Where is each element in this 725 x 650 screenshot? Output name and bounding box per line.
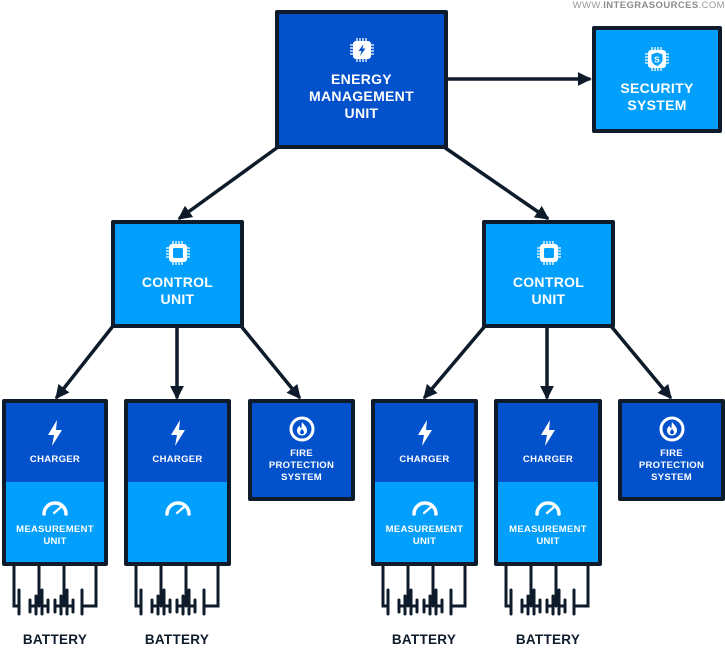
arrow-emu-to-control-left [177, 145, 280, 220]
fire-protection-system-left[interactable]: FIRE PROTECTION SYSTEM [248, 399, 355, 501]
module-2[interactable]: CHARGER [124, 399, 231, 566]
fire-icon [659, 416, 684, 442]
fire-label-line3: SYSTEM [651, 472, 692, 483]
battery-wire [504, 564, 513, 608]
arrow-cu2-to-fire2 [609, 324, 672, 400]
arrow-emu-to-control-right [442, 145, 550, 220]
fire-icon [289, 416, 314, 442]
gauge-icon [535, 501, 561, 516]
measurement-label-line1: MEASUREMENT [509, 524, 587, 535]
gauge-icon [42, 501, 68, 516]
charger-label: CHARGER [522, 453, 574, 465]
battery-wire [572, 564, 590, 608]
fire-label-line3: SYSTEM [281, 472, 322, 483]
lightning-icon [170, 419, 185, 446]
charger-section[interactable]: CHARGER [128, 403, 227, 482]
chip-shield-icon: S [645, 46, 669, 71]
chip-icon [536, 241, 561, 265]
measurement-label-line1: MEASUREMENT [385, 524, 464, 535]
charger-section[interactable]: CHARGER [375, 403, 474, 482]
chip-icon [165, 241, 190, 265]
measurement-section[interactable]: MEASUREMENT UNIT [498, 482, 598, 562]
gauge-icon [164, 501, 191, 516]
control-unit-right[interactable]: CONTROL UNIT [482, 220, 615, 328]
battery-wire [449, 564, 467, 608]
charger-section[interactable]: CHARGER [498, 403, 598, 482]
emu-label-line3: UNIT [344, 105, 379, 121]
fire-label-line1: FIRE [290, 448, 313, 459]
watermark-suffix: .COM [698, 0, 725, 11]
charger-label: CHARGER [152, 453, 203, 465]
measurement-label-line2: UNIT [43, 536, 67, 547]
watermark-prefix: WWW. [572, 0, 604, 11]
emu-label-line2: MANAGEMENT [309, 88, 414, 104]
battery-symbol [504, 564, 590, 616]
measurement-section[interactable]: MEASUREMENT UNIT [6, 482, 104, 562]
fire-label-line1: FIRE [660, 448, 683, 459]
control-unit-label-line2: UNIT [160, 291, 195, 307]
module-4[interactable]: CHARGER MEASUREMENT UNIT [494, 399, 602, 566]
energy-management-unit[interactable]: ENERGY MANAGEMENT UNIT [275, 10, 448, 149]
battery-label: BATTERY [391, 632, 457, 647]
battery-wire [134, 564, 143, 608]
control-unit-label-line2: UNIT [531, 291, 566, 307]
chip-lightning-icon [349, 38, 374, 62]
lightning-icon [417, 419, 432, 446]
battery-label: BATTERY [22, 632, 88, 647]
arrow-cu1-to-fire1 [239, 324, 301, 400]
battery-symbol [134, 564, 220, 616]
lightning-icon [48, 419, 62, 446]
charger-label: CHARGER [29, 453, 81, 465]
measurement-label-line2: UNIT [536, 536, 560, 547]
control-unit-label-line1: CONTROL [141, 274, 214, 290]
module-3[interactable]: CHARGER MEASUREMENT UNIT [371, 399, 478, 566]
battery-label: BATTERY [144, 632, 210, 647]
security-system[interactable]: S SECURITY SYSTEM [592, 26, 722, 133]
measurement-label-line1: MEASUREMENT [16, 524, 94, 535]
module-1[interactable]: CHARGER MEASUREMENT UNIT [2, 399, 108, 566]
charger-section[interactable]: CHARGER [6, 403, 104, 482]
arrow-cu1-to-module1 [55, 324, 115, 400]
battery-symbol [12, 564, 98, 616]
battery-label: BATTERY [515, 632, 581, 647]
battery-wire [80, 564, 98, 608]
svg-text:S: S [654, 54, 660, 64]
measurement-section[interactable] [128, 482, 227, 562]
battery-wire [381, 564, 390, 608]
security-label-line2: SYSTEM [627, 96, 687, 113]
battery-wire [12, 564, 21, 608]
emu-label-line1: ENERGY [331, 71, 392, 87]
fire-protection-system-right[interactable]: FIRE PROTECTION SYSTEM [618, 399, 725, 501]
arrow-cu2-to-module3 [423, 324, 487, 400]
battery-symbol [381, 564, 467, 616]
lightning-icon [541, 419, 555, 446]
fire-label-line2: PROTECTION [638, 460, 705, 471]
measurement-section[interactable]: MEASUREMENT UNIT [375, 482, 474, 562]
watermark: WWW.INTEGRASOURCES.COM [573, 0, 725, 11]
watermark-brand: INTEGRASOURCES [603, 0, 699, 11]
battery-wire [202, 564, 220, 608]
fire-label-line2: PROTECTION [268, 460, 335, 471]
gauge-icon [411, 501, 438, 516]
control-unit-left[interactable]: CONTROL UNIT [111, 220, 244, 328]
measurement-label-line2: UNIT [412, 536, 437, 547]
security-label-line1: SECURITY [620, 79, 694, 96]
charger-label: CHARGER [399, 453, 450, 465]
control-unit-label-line1: CONTROL [512, 274, 585, 290]
